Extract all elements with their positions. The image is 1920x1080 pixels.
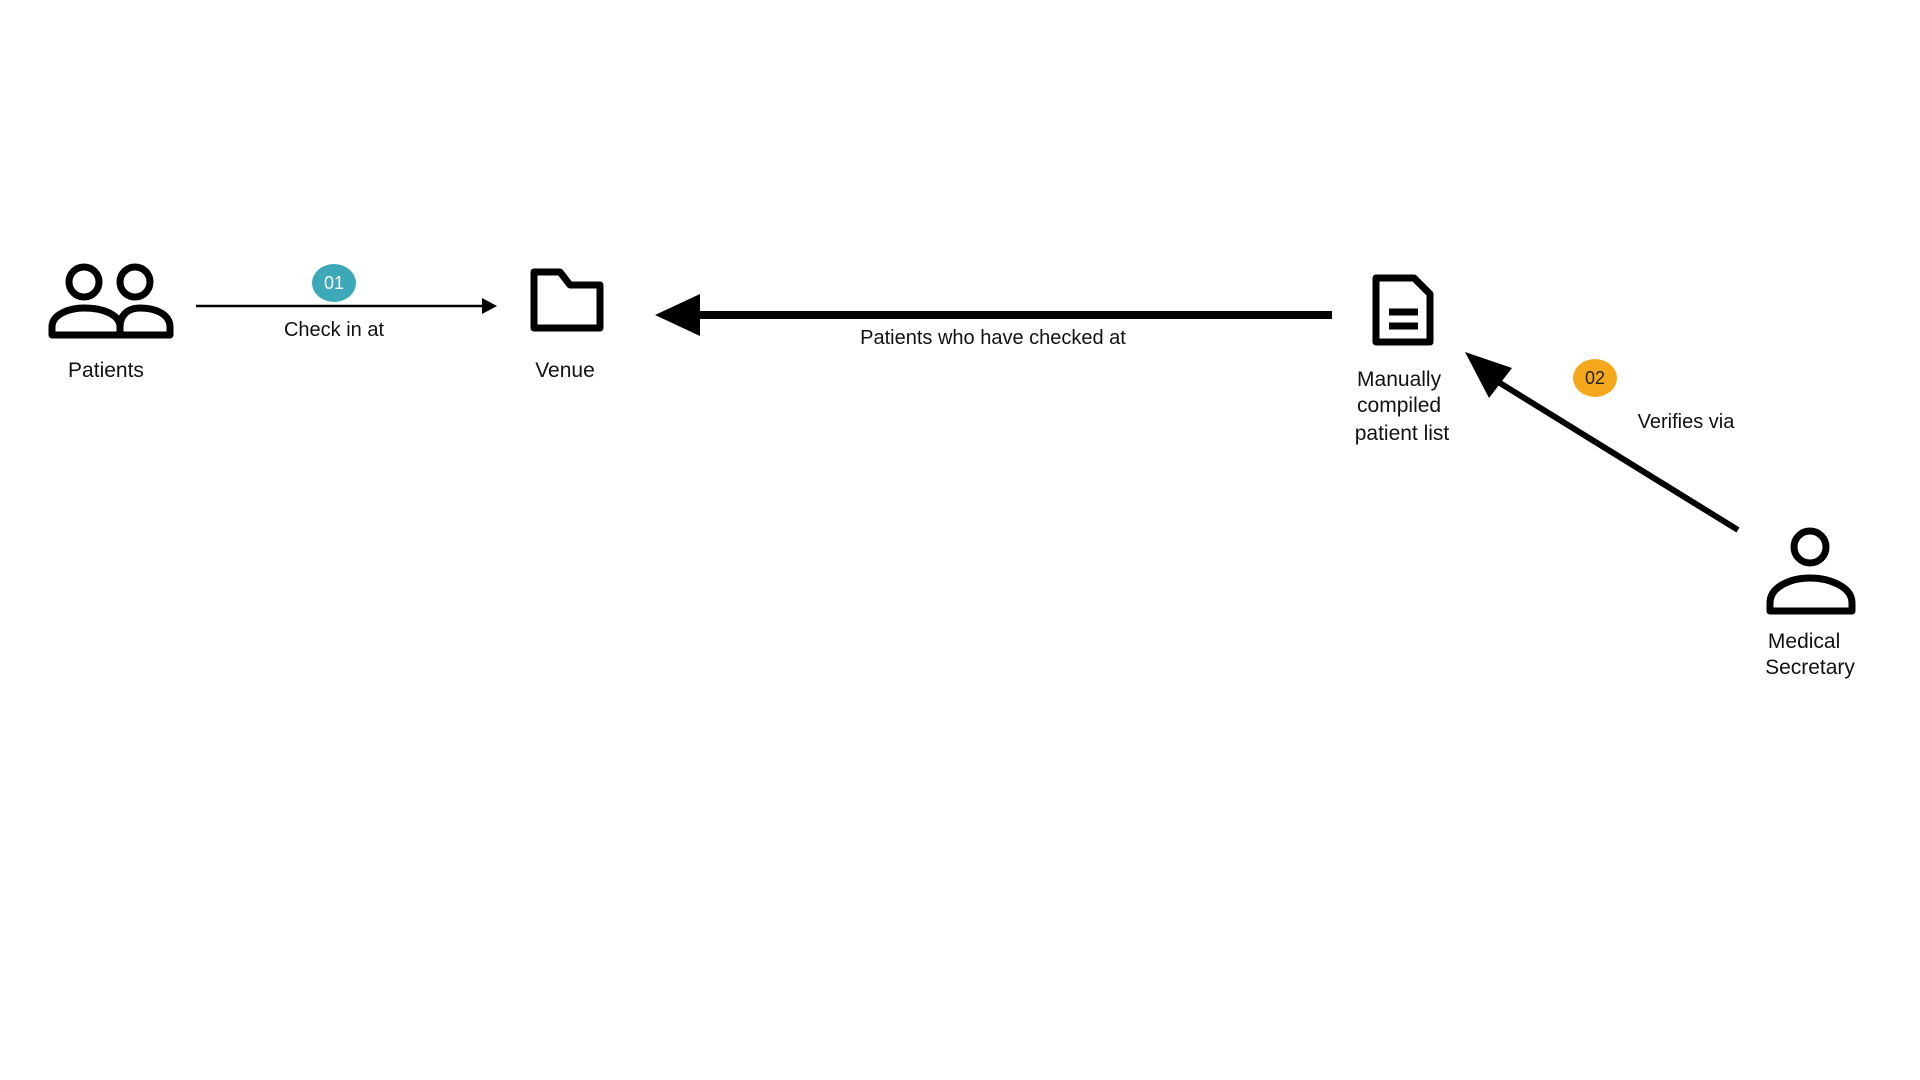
patient-list-node: Manually compiled patient list bbox=[1355, 274, 1450, 445]
verifies-arrowhead bbox=[1465, 352, 1512, 398]
folder-icon bbox=[530, 268, 604, 332]
step-badge-02-text: 02 bbox=[1585, 368, 1605, 388]
user-icon bbox=[1766, 527, 1856, 615]
check-in-arrowhead bbox=[482, 298, 497, 314]
verifies-arrow-line bbox=[1493, 377, 1740, 533]
step-badge-01: 01 bbox=[312, 264, 356, 302]
step-badge-02: 02 bbox=[1573, 359, 1617, 397]
patient-list-label-line-1: Manually bbox=[1357, 368, 1442, 391]
edge-checked-at: Patients who have checked at bbox=[655, 294, 1332, 349]
medical-secretary-label-line-1: Medical bbox=[1768, 630, 1840, 653]
patient-list-label: Manually compiled patient list bbox=[1355, 368, 1450, 445]
checked-at-label: Patients who have checked at bbox=[860, 327, 1126, 349]
document-icon bbox=[1372, 274, 1434, 346]
check-in-label: Check in at bbox=[284, 319, 384, 341]
patient-list-label-line-3: patient list bbox=[1355, 422, 1450, 445]
medical-secretary-node: Medical Secretary bbox=[1765, 527, 1856, 679]
users-group-icon bbox=[48, 263, 174, 339]
edge-verifies: 02 Verifies via bbox=[1465, 352, 1740, 533]
patients-node: Patients bbox=[48, 263, 174, 382]
patient-list-label-line-2: compiled bbox=[1357, 394, 1441, 417]
step-badge-01-text: 01 bbox=[324, 273, 344, 293]
verifies-label: Verifies via bbox=[1638, 411, 1736, 433]
medical-secretary-label: Medical Secretary bbox=[1765, 630, 1855, 679]
medical-secretary-label-line-2: Secretary bbox=[1765, 656, 1855, 679]
venue-label: Venue bbox=[535, 359, 595, 382]
checked-at-arrowhead bbox=[655, 294, 700, 336]
edge-check-in: 01 Check in at bbox=[196, 264, 497, 341]
venue-node: Venue bbox=[530, 268, 604, 382]
patients-label: Patients bbox=[68, 359, 144, 382]
